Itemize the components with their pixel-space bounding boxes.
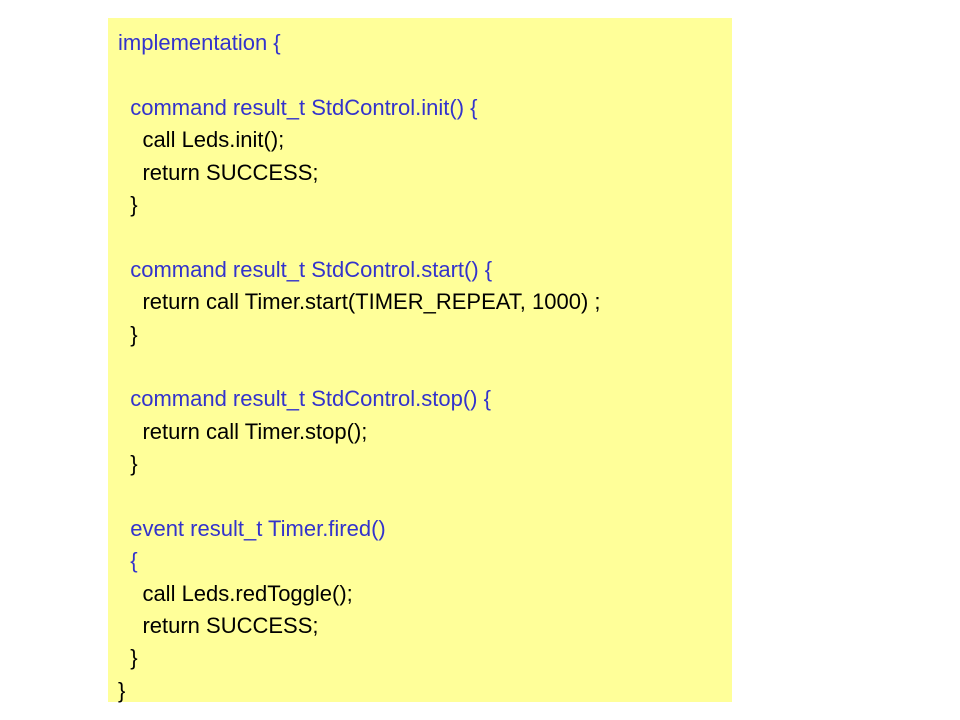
code-line: { — [118, 548, 138, 574]
code-line: return call Timer.stop(); — [118, 418, 368, 444]
code-line: return SUCCESS; — [118, 613, 319, 639]
code-line: implementation { — [118, 30, 281, 55]
code-line: command result_t StdControl.start() { — [118, 256, 493, 282]
code-line — [118, 59, 601, 91]
code-line: } — [118, 645, 138, 671]
code-panel: implementation { command result_t StdCon… — [108, 18, 732, 703]
code-line: event result_t Timer.fired() — [118, 515, 386, 541]
code-line: } — [118, 451, 138, 477]
code-line: } — [118, 321, 138, 347]
code-line — [118, 480, 601, 512]
code-line: } — [118, 191, 138, 217]
code-line: return call Timer.start(TIMER_REPEAT, 10… — [118, 289, 601, 315]
code-line: command result_t StdControl.init() { — [118, 94, 478, 120]
code-line: command result_t StdControl.stop() { — [118, 386, 491, 412]
code-block: implementation { command result_t StdCon… — [118, 27, 601, 707]
code-line: return SUCCESS; — [118, 159, 319, 185]
code-line — [118, 351, 601, 383]
code-line: } — [118, 677, 126, 703]
code-line: call Leds.redToggle(); — [118, 580, 353, 606]
code-line: call Leds.init(); — [118, 127, 285, 153]
code-line — [118, 221, 601, 253]
